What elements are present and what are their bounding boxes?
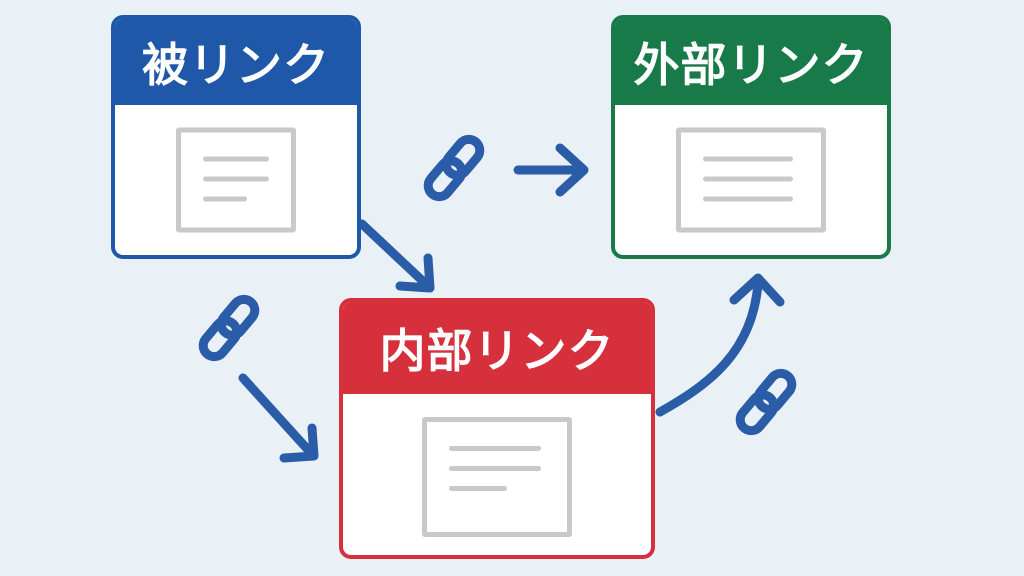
arrow-left-to-internal-icon xyxy=(238,373,319,463)
card-hi-link-body xyxy=(115,105,357,255)
arrow-hi-to-internal-icon xyxy=(357,219,435,293)
document-icon xyxy=(676,127,826,233)
card-external-link-title: 外部リンク xyxy=(615,19,887,105)
card-internal-link-body xyxy=(343,394,651,555)
card-internal-link-title: 内部リンク xyxy=(343,302,651,394)
document-icon xyxy=(422,416,572,537)
arrow-internal-to-external-icon xyxy=(655,273,785,417)
card-internal-link: 内部リンク xyxy=(339,298,655,559)
card-hi-link: 被リンク xyxy=(111,15,361,259)
link-chain-icon-top xyxy=(424,135,485,201)
card-external-link-body xyxy=(615,105,887,255)
arrow-to-external-icon xyxy=(513,143,589,197)
document-icon xyxy=(176,127,296,233)
card-external-link: 外部リンク xyxy=(611,15,891,259)
link-chain-icon-right xyxy=(736,369,797,435)
card-hi-link-title: 被リンク xyxy=(115,19,357,105)
link-chain-icon-left xyxy=(199,295,260,361)
